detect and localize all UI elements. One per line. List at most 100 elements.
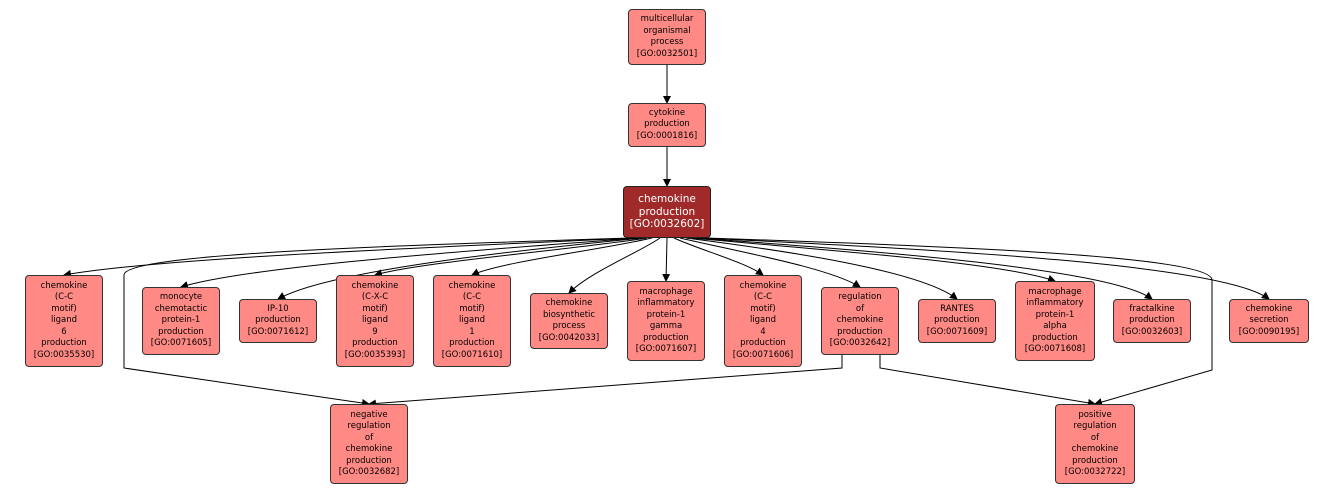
node-label-line: [GO:0071605]: [150, 338, 212, 349]
node-label-line: of: [1090, 432, 1100, 443]
node-label-line: (C-C: [753, 292, 773, 303]
node-label-line: secretion: [1249, 315, 1289, 326]
node-label-line: [GO:0032603]: [1121, 326, 1183, 337]
node-label-line: macrophage: [639, 286, 693, 297]
node-label-line: chemokine: [739, 280, 787, 291]
edge-chemokine-ccl1: [471, 237, 653, 276]
edge-chemokine-mip1g: [662, 237, 671, 282]
node-label-line: positive: [1078, 409, 1112, 420]
edge-chemokine-ccl6: [63, 237, 636, 278]
node-label-line: [GO:0032682]: [338, 467, 400, 477]
node-label-line: chemokine: [1071, 444, 1119, 454]
node-label-line: inflammatory: [637, 298, 695, 308]
edge-regulation-negreg: [368, 355, 843, 408]
node-label-line: (C-C: [54, 292, 74, 303]
node-label-line: ligand: [458, 315, 486, 326]
node-label-line: [GO:0032642]: [829, 338, 891, 349]
node-label-line: regulation: [1073, 421, 1117, 431]
node-label-line: macrophage: [1028, 286, 1082, 297]
node-label-line: [GO:0071610]: [441, 349, 503, 360]
edge-chemokine-monocyte: [180, 237, 639, 289]
node-label-line: [GO:0032501]: [636, 48, 698, 59]
node-label-line: regulation: [347, 421, 391, 431]
node-label-line: chemokine: [638, 193, 696, 206]
edge-chemokine-regulation: [679, 237, 861, 288]
node-label-line: production: [255, 315, 301, 326]
node-label-line: chemokine: [836, 315, 884, 326]
node-label-line: production: [1032, 332, 1078, 343]
node-label-line: protein-1: [161, 315, 201, 326]
node-label-line: motif): [459, 303, 485, 314]
node-label-line: process: [650, 37, 684, 47]
node-label-line: ligand: [361, 315, 389, 326]
edge-chemokine-ccl4: [673, 237, 764, 276]
node-label-line: [GO:0071607]: [635, 344, 697, 354]
node-label-line: [GO:0071608]: [1024, 344, 1086, 354]
node-label-line: of: [364, 432, 374, 443]
node-label-line: 4: [760, 326, 766, 337]
node-label-line: regulation: [838, 292, 882, 303]
node-label-line: production: [158, 326, 204, 337]
node-label-line: ligand: [749, 315, 777, 326]
edge-chemokine-biosynthetic: [568, 237, 661, 294]
node-label-line: multicellular: [640, 14, 694, 24]
edge-regulation-posreg: [879, 355, 1096, 407]
node-label-line: chemokine: [545, 298, 593, 308]
node-label-line: [GO:0035393]: [344, 349, 406, 360]
node-label-line: gamma: [649, 321, 683, 331]
edge-chemokine-ip10: [277, 237, 643, 300]
node-label-line: production: [1072, 455, 1118, 466]
node-label-line: production: [352, 338, 398, 349]
node-label-line: [GO:0032602]: [629, 218, 705, 231]
node-label-line: chemokine: [1245, 303, 1293, 314]
node-label-line: production: [1129, 315, 1175, 326]
node-label-line: chemokine: [351, 280, 399, 291]
node-label-line: [GO:0071606]: [732, 349, 794, 360]
node-label-line: inflammatory: [1026, 298, 1084, 308]
edge-chemokine-secretion: [701, 237, 1270, 300]
node-label-line: (C-C: [462, 292, 482, 303]
edge-chemokine-rantes: [685, 237, 958, 300]
node-label-line: [GO:0090195]: [1238, 326, 1300, 337]
edge-chemokine-negreg: [123, 237, 631, 407]
node-label-line: production: [346, 455, 392, 466]
edge-chemokine-mip1a: [691, 237, 1056, 283]
edge-chemokine-cxcl9: [374, 237, 648, 277]
node-label-line: motif): [362, 303, 388, 314]
node-label-line: biosynthetic: [542, 309, 596, 320]
node-label-line: motif): [51, 303, 77, 314]
node-label-line: chemokine: [40, 280, 88, 291]
node-label-line: 6: [61, 326, 67, 337]
node-label-line: chemokine: [448, 280, 496, 291]
node-label-line: production: [740, 338, 786, 349]
node-label-line: protein-1: [646, 309, 686, 320]
node-label-line: ligand: [50, 315, 78, 326]
node-label-line: IP-10: [267, 303, 289, 314]
node-label-line: process: [552, 321, 586, 331]
node-label-line: [GO:0001816]: [636, 130, 698, 141]
edge-chemokine-fractalkine: [696, 237, 1153, 300]
node-label-line: RANTES: [940, 303, 974, 314]
node-label-line: chemotactic: [154, 303, 208, 314]
node-label-line: 1: [469, 326, 475, 337]
node-label-line: negative: [350, 409, 388, 420]
